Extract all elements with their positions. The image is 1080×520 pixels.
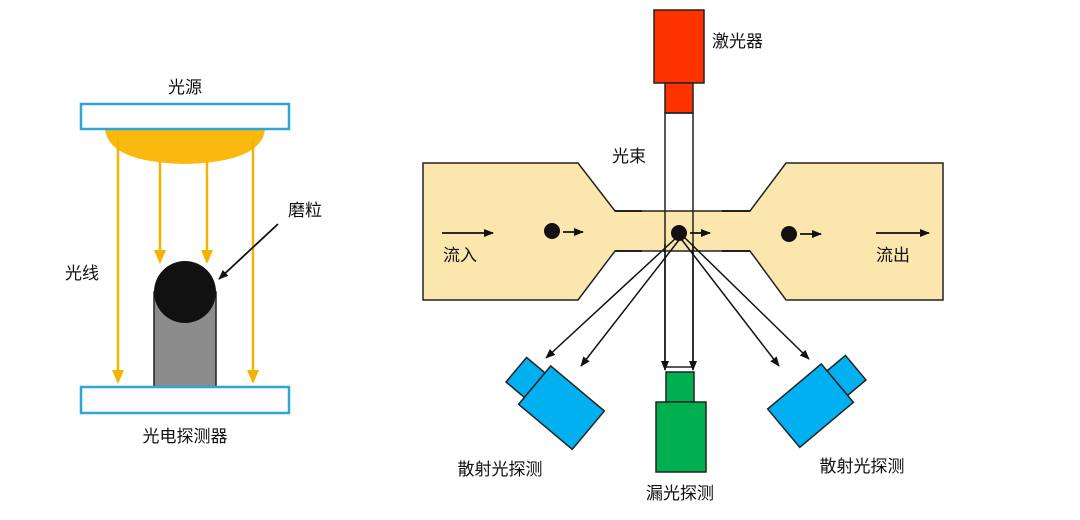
scattered-ray: [681, 239, 780, 367]
particle: [544, 223, 560, 239]
beam-label: 光束: [612, 147, 646, 167]
photodetector-label: 光电探测器: [143, 427, 228, 447]
particle-pointer-arrow: [218, 223, 279, 280]
laser-beam: [664, 112, 694, 368]
light-scattering-sensor-diagram: 激光器 光束 流入 流出: [422, 9, 944, 504]
laser: [653, 9, 705, 114]
scattered-ray: [684, 237, 810, 360]
leak-detector: [655, 371, 707, 473]
outflow-label: 流出: [876, 246, 910, 266]
scattered-ray: [545, 237, 677, 359]
particle: [671, 225, 687, 241]
laser-body: [653, 9, 705, 84]
scatter-detector-left-body: [517, 364, 606, 451]
inflow-label: 流入: [443, 246, 477, 266]
laser-nozzle: [664, 82, 694, 114]
scatter-detector-left-label: 散射光探测: [458, 460, 543, 480]
scatter-detector-left: [504, 356, 606, 451]
scatter-detector-right-body: [766, 362, 855, 449]
leak-detector-label: 漏光探测: [646, 484, 714, 504]
light-source-label: 光源: [168, 78, 202, 98]
leak-detector-head: [665, 371, 695, 403]
leak-detector-body: [655, 401, 707, 473]
particle-label: 磨粒: [288, 201, 322, 221]
scatter-detector-right: [766, 354, 868, 449]
scattered-ray: [580, 239, 680, 367]
scatter-detector-right-label: 散射光探测: [820, 457, 905, 477]
light-blocking-sensor-diagram: 光源 光线 磨粒 光电探测器: [65, 78, 322, 447]
particle: [154, 261, 216, 323]
light-source-plate: [79, 102, 291, 131]
particle: [781, 226, 797, 242]
light-rays-label: 光线: [65, 264, 99, 284]
light-source-glow: [105, 129, 265, 164]
laser-label: 激光器: [712, 32, 763, 52]
light-rays: [112, 138, 259, 384]
photodetector-plate: [79, 385, 291, 415]
scattered-light-rays: [545, 237, 810, 371]
